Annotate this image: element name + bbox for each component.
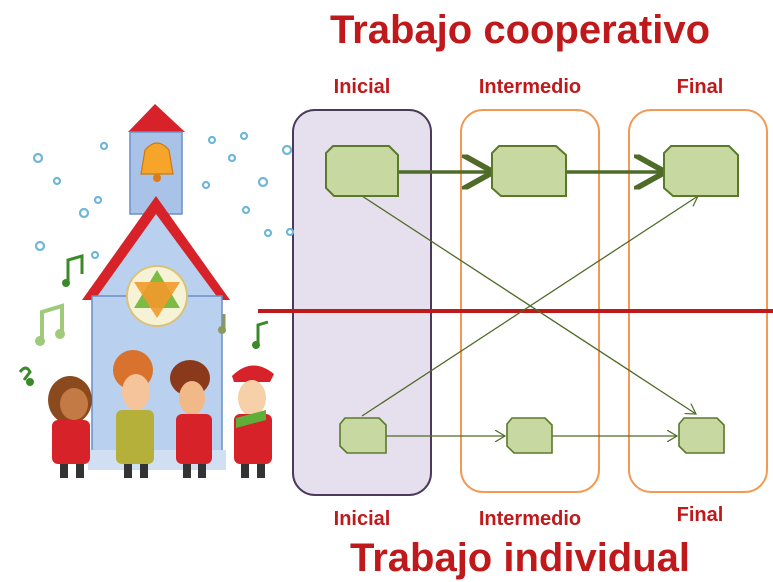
- node-coop-initial: [325, 145, 399, 197]
- caroler-2-icon: [113, 350, 154, 478]
- node-coop-final: [663, 145, 739, 197]
- title-cooperative: Trabajo cooperativo: [329, 8, 711, 52]
- stage-label-bottom-initial: Inicial: [333, 508, 391, 530]
- stage-label-bottom-final: Final: [676, 504, 724, 526]
- stage-label-top-final: Final: [676, 76, 724, 98]
- arrow-coop-initial-to-ind-final: [361, 195, 696, 414]
- title-individual: Trabajo individual: [349, 536, 691, 580]
- caroler-1-icon: [48, 376, 92, 478]
- stage-box-intermediate: [460, 109, 600, 493]
- node-ind-intermediate: [506, 417, 553, 454]
- caroler-4-icon: [232, 365, 274, 478]
- music-notes-icon: [18, 254, 269, 386]
- stage-label-top-intermediate: Intermedio: [478, 76, 582, 98]
- node-coop-intermediate: [491, 145, 567, 197]
- snowflakes-icon: [32, 131, 295, 260]
- stage-box-final: [628, 109, 768, 493]
- stage-box-initial: [292, 109, 432, 496]
- node-ind-initial: [339, 417, 387, 454]
- arrow-ind-initial-to-coop-final: [361, 196, 698, 417]
- stage-label-bottom-intermediate: Intermedio: [478, 508, 582, 530]
- church-carolers-illustration: [18, 104, 295, 478]
- caroler-3-icon: [170, 360, 212, 478]
- stage-label-top-initial: Inicial: [333, 76, 391, 98]
- node-ind-final: [678, 417, 725, 454]
